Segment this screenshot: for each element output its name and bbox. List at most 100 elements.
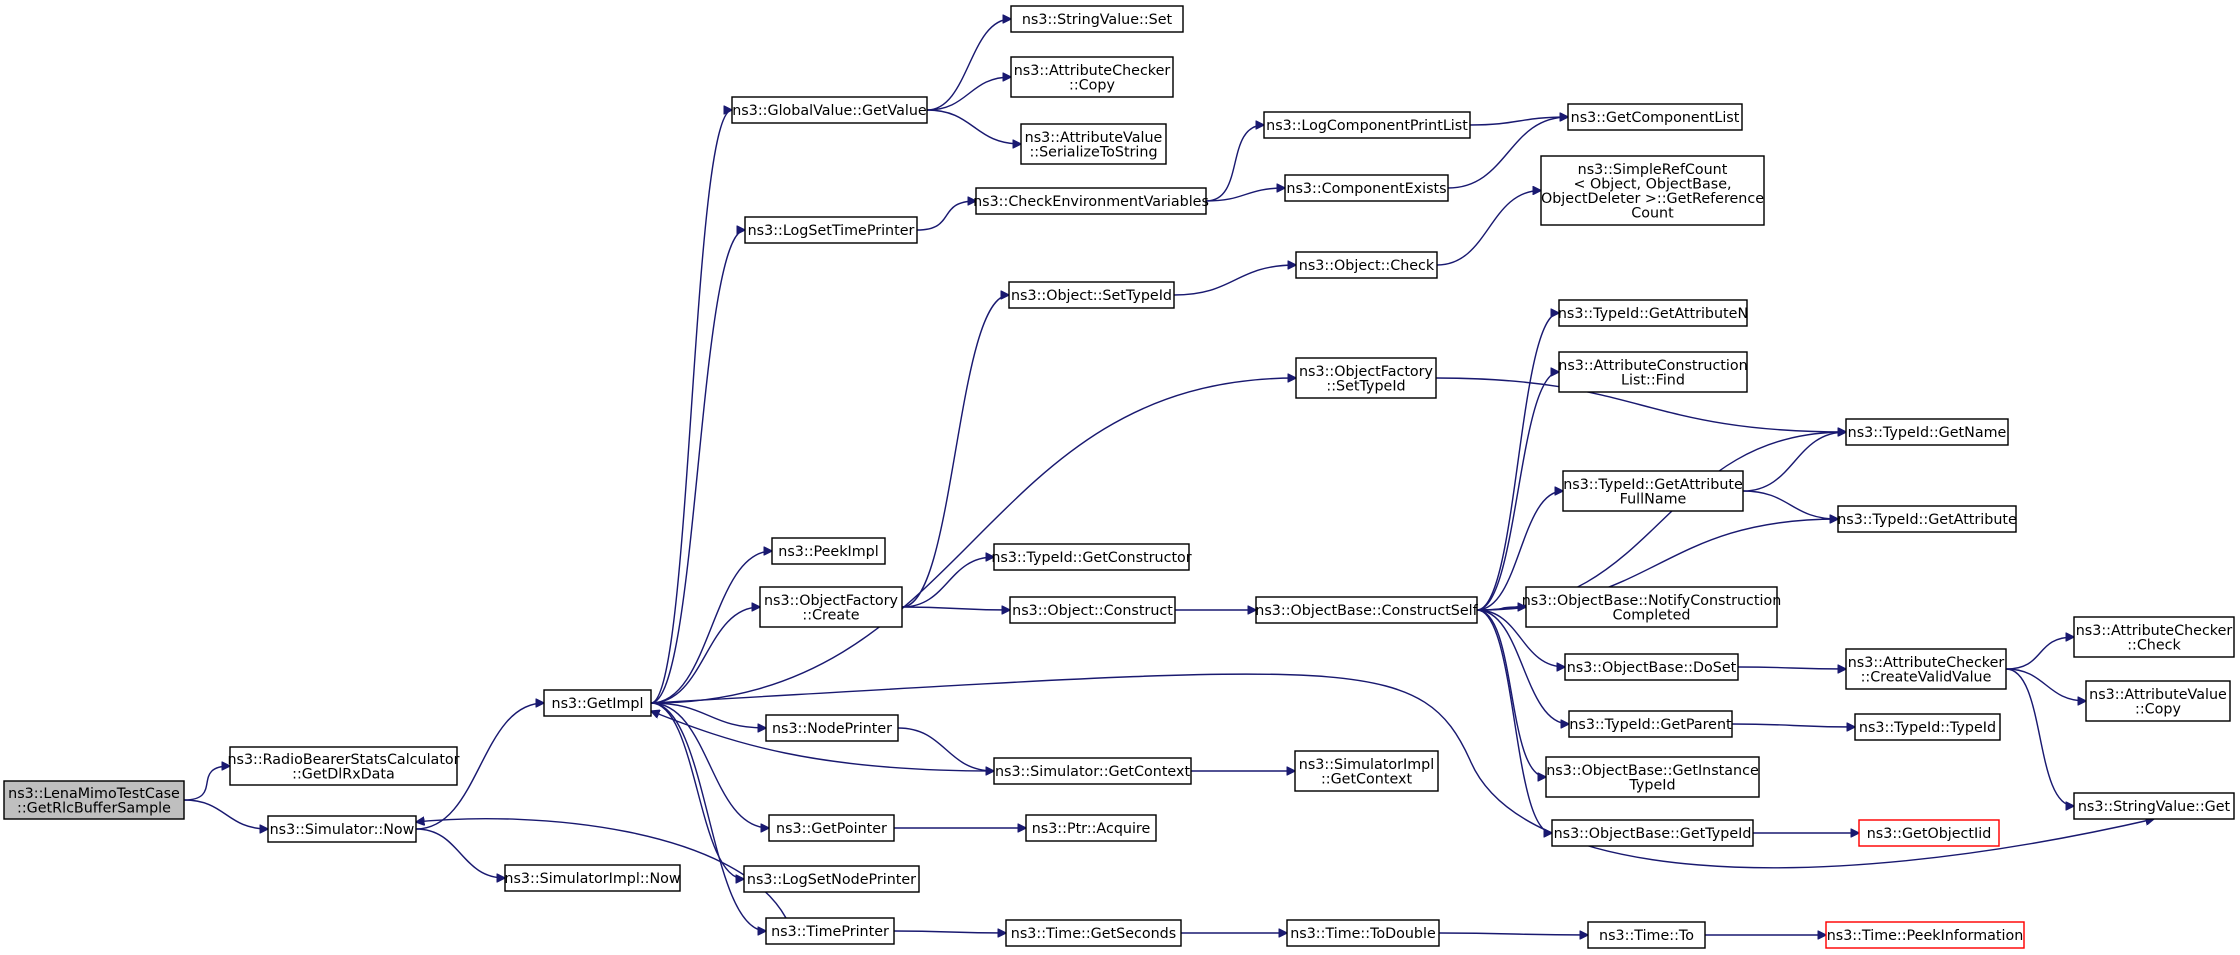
node-obgettypeid-box (1551, 819, 1754, 847)
node-logcompprintlist[interactable]: ns3::LogComponentPrintList (1263, 111, 1471, 139)
node-accreatevalid-box (1845, 648, 2007, 690)
node-avserialize-label: ns3::AttributeValue (1025, 130, 1163, 146)
node-acheckercheck[interactable]: ns3::AttributeChecker::Check (2073, 616, 2235, 658)
node-getobjectiid[interactable]: ns3::GetObjectIid (1858, 819, 2000, 847)
node-objectcheck-label: ns3::Object::Check (1299, 258, 1435, 274)
node-nodeprinter[interactable]: ns3::NodePrinter (765, 714, 899, 742)
node-ptracquire[interactable]: ns3::Ptr::Acquire (1025, 814, 1157, 842)
node-ofsettypeid-label: ns3::ObjectFactory (1299, 364, 1434, 380)
node-timeto[interactable]: ns3::Time::To (1587, 921, 1706, 949)
node-peekimpl[interactable]: ns3::PeekImpl (771, 537, 886, 565)
node-lenamimo-box (3, 780, 185, 820)
edge-lenamimo-to-simnow (183, 799, 268, 829)
node-tidtypeid-box (1854, 713, 2001, 741)
node-ofsettypeid-label: ::SetTypeId (1326, 378, 1405, 394)
node-accopy[interactable]: ns3::AttributeChecker::Copy (1010, 56, 1174, 98)
node-objconstruct[interactable]: ns3::Object::Construct (1009, 596, 1176, 624)
node-simnow-box (267, 815, 417, 843)
node-avserialize-box (1020, 123, 1167, 165)
node-simimplnow[interactable]: ns3::SimulatorImpl::Now (504, 864, 681, 892)
node-obdoset-label: ns3::ObjectBase::DoSet (1567, 660, 1737, 676)
node-tidgetattr[interactable]: ns3::TypeId::GetAttribute (1837, 505, 2017, 533)
node-tidgetctor[interactable]: ns3::TypeId::GetConstructor (991, 543, 1192, 571)
edge-obconstructself-to-tidgetparent (1476, 609, 1569, 724)
edge-ofsettypeid-to-tidgetname (1435, 377, 1846, 432)
edge-gvgetvalue-to-accopy (926, 77, 1011, 111)
node-tidgetattrfull-box (1562, 470, 1744, 512)
node-obnotify-box (1525, 586, 1778, 628)
node-timeprinter[interactable]: ns3::TimePrinter (765, 917, 895, 945)
edge-ofcreate-to-objconstruct (901, 607, 1010, 610)
node-simnow[interactable]: ns3::Simulator::Now (267, 815, 417, 843)
node-timetodouble[interactable]: ns3::Time::ToDouble (1286, 919, 1440, 947)
node-stringvalueset[interactable]: ns3::StringValue::Set (1010, 5, 1184, 33)
edge-accreatevalid-to-acheckercheck (2005, 637, 2074, 670)
node-accreatevalid-label: ns3::AttributeChecker (1848, 655, 2005, 671)
node-compexists[interactable]: ns3::ComponentExists (1284, 174, 1449, 202)
node-lenamimo[interactable]: ns3::LenaMimoTestCase::GetRlcBufferSampl… (3, 780, 185, 820)
node-obconstructself-label: ns3::ObjectBase::ConstructSelf (1255, 603, 1478, 619)
node-obgettypeid[interactable]: ns3::ObjectBase::GetTypeId (1551, 819, 1754, 847)
node-ofsettypeid[interactable]: ns3::ObjectFactory::SetTypeId (1295, 357, 1437, 399)
node-getpointer-box (768, 814, 895, 842)
node-avserialize-label: ::SerializeToString (1029, 144, 1157, 160)
node-radiobearer-label: ns3::RadioBearerStatsCalculator (227, 752, 459, 768)
node-nodeprinter-label: ns3::NodePrinter (772, 721, 892, 737)
edge-gvgetvalue-to-stringvalueset (926, 19, 1011, 111)
node-obdoset[interactable]: ns3::ObjectBase::DoSet (1564, 653, 1739, 681)
node-timeto-box (1587, 921, 1706, 949)
node-simgetcontext[interactable]: ns3::Simulator::GetContext (993, 757, 1192, 785)
node-obdoset-box (1564, 653, 1739, 681)
node-tidtypeid[interactable]: ns3::TypeId::TypeId (1854, 713, 2001, 741)
node-timegetseconds[interactable]: ns3::Time::GetSeconds (1005, 919, 1182, 947)
node-obgetinstance-label: ns3::ObjectBase::GetInstance (1546, 763, 1759, 779)
node-checkenv[interactable]: ns3::CheckEnvironmentVariables (973, 187, 1209, 215)
node-stringvalueget[interactable]: ns3::StringValue::Get (2073, 792, 2235, 820)
node-tidgetattrfull-label: ns3::TypeId::GetAttribute (1563, 477, 1743, 493)
node-radiobearer-label: ::GetDlRxData (292, 766, 395, 782)
node-logsetnodeprinter[interactable]: ns3::LogSetNodePrinter (743, 865, 920, 893)
node-objectsettypeid[interactable]: ns3::Object::SetTypeId (1008, 281, 1175, 309)
node-tidgetname[interactable]: ns3::TypeId::GetName (1845, 418, 2009, 446)
node-objectcheck[interactable]: ns3::Object::Check (1295, 251, 1438, 279)
node-stringvalueset-label: ns3::StringValue::Set (1022, 12, 1173, 28)
node-getpointer[interactable]: ns3::GetPointer (768, 814, 895, 842)
node-tidgetattrn[interactable]: ns3::TypeId::GetAttributeN (1558, 299, 1748, 327)
edge-logsettimeprinter-to-checkenv (916, 201, 976, 231)
node-simplerefcount-label: ns3::SimpleRefCount (1578, 162, 1728, 178)
node-gvgetvalue[interactable]: ns3::GlobalValue::GetValue (731, 96, 928, 124)
edge-obconstructself-to-acllistfind (1476, 372, 1559, 611)
node-stringvalueget-box (2073, 792, 2235, 820)
node-tidgetname-box (1845, 418, 2009, 446)
node-checkenv-box (975, 187, 1207, 215)
node-tidgetparent[interactable]: ns3::TypeId::GetParent (1568, 710, 1733, 738)
node-getcomplist[interactable]: ns3::GetComponentList (1567, 103, 1743, 131)
node-avcopy-label: ns3::AttributeValue (2089, 687, 2227, 703)
node-acllistfind-label: ns3::AttributeConstruction (1558, 358, 1747, 374)
node-getimpl-label: ns3::GetImpl (552, 696, 644, 712)
node-avcopy[interactable]: ns3::AttributeValue::Copy (2085, 680, 2231, 722)
node-getimpl[interactable]: ns3::GetImpl (543, 689, 652, 717)
node-timepeekinfo[interactable]: ns3::Time::PeekInformation (1825, 921, 2025, 949)
node-simgetcontext-label: ns3::Simulator::GetContext (995, 764, 1191, 780)
node-simplerefcount[interactable]: ns3::SimpleRefCount< Object, ObjectBase,… (1540, 155, 1765, 226)
node-accreatevalid[interactable]: ns3::AttributeChecker::CreateValidValue (1845, 648, 2007, 690)
edge-getimpl-to-nodeprinter (650, 702, 766, 728)
node-logsettimeprinter[interactable]: ns3::LogSetTimePrinter (744, 216, 918, 244)
node-obconstructself[interactable]: ns3::ObjectBase::ConstructSelf (1255, 596, 1479, 624)
edge-obconstructself-to-tidgetattrn (1476, 313, 1559, 611)
edge-timeprinter-to-timegetseconds (893, 931, 1006, 933)
node-logsetnodeprinter-label: ns3::LogSetNodePrinter (747, 872, 916, 888)
node-ofcreate[interactable]: ns3::ObjectFactory::Create (759, 586, 903, 628)
node-avserialize[interactable]: ns3::AttributeValue::SerializeToString (1020, 123, 1167, 165)
node-obnotify[interactable]: ns3::ObjectBase::NotifyConstructionCompl… (1522, 586, 1782, 628)
edge-simnow-to-getimpl (415, 703, 544, 830)
node-ofcreate-label: ns3::ObjectFactory (764, 593, 899, 609)
node-tidtypeid-label: ns3::TypeId::TypeId (1859, 720, 1996, 736)
node-simimplgetcontext[interactable]: ns3::SimulatorImpl::GetContext (1294, 750, 1439, 792)
node-radiobearer[interactable]: ns3::RadioBearerStatsCalculator::GetDlRx… (227, 746, 460, 786)
edge-objectcheck-to-simplerefcount (1436, 191, 1541, 266)
